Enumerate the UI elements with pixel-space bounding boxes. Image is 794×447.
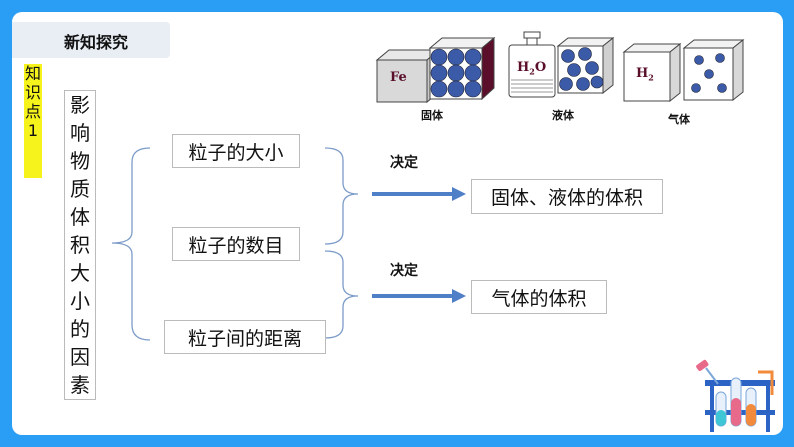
section-title-bar: 新知探究	[12, 22, 170, 58]
factors-title-char: 素	[70, 373, 90, 397]
gas-symbol-sub: 2	[648, 72, 654, 83]
lower-brace	[324, 250, 359, 339]
gas-particle-cube	[682, 38, 745, 102]
liquid-h2o-bottle	[508, 31, 556, 98]
gas-label: 气体	[668, 113, 690, 126]
gas-symbol-main: H	[636, 66, 649, 81]
gas-h2-block	[622, 42, 682, 103]
tag-char: 知	[24, 64, 41, 83]
factors-title-char: 因	[70, 345, 90, 369]
tag-char: 识	[24, 83, 41, 102]
factors-title-char: 影	[70, 93, 90, 117]
knowledge-point-tag: 知 识 点 1	[24, 64, 42, 178]
factor-box-count: 粒子的数目	[172, 227, 300, 261]
factor-box-size: 粒子的大小	[172, 134, 300, 168]
factors-title-char: 积	[70, 233, 90, 257]
factors-title-char: 体	[70, 205, 90, 229]
factors-title-char: 的	[70, 317, 90, 341]
tag-char: 1	[27, 121, 39, 140]
determine-label-lower: 决定	[390, 263, 418, 279]
factors-title-char: 响	[70, 121, 90, 145]
factors-title-char: 小	[70, 289, 90, 313]
liquid-label: 液体	[552, 109, 574, 122]
factors-title-char: 物	[70, 149, 90, 173]
liquid-symbol-sub: 2	[529, 66, 535, 77]
factors-title-char: 质	[70, 177, 90, 201]
result-box-solid-liquid: 固体、液体的体积	[471, 179, 663, 214]
factors-title-char: 大	[70, 261, 90, 285]
tag-char: 点	[24, 102, 41, 121]
solid-symbol: Fe	[390, 70, 407, 85]
liquid-symbol: H2O	[517, 60, 546, 77]
liquid-particle-cube	[556, 36, 615, 95]
solid-label: 固体	[421, 109, 443, 122]
liquid-symbol-tail: O	[534, 60, 547, 75]
factors-title-box: 影 响 物 质 体 积 大 小 的 因 素	[64, 90, 96, 400]
section-title: 新知探究	[64, 33, 129, 52]
factor-box-distance: 粒子间的距离	[164, 320, 326, 354]
liquid-symbol-main: H	[517, 60, 530, 75]
upper-brace	[324, 147, 359, 245]
arrow-lower	[372, 289, 466, 303]
gas-symbol: H2	[636, 66, 654, 83]
solid-particle-cube	[428, 36, 496, 101]
lab-equipment-decoration	[696, 359, 775, 432]
result-box-gas: 气体的体积	[471, 280, 607, 314]
arrow-upper	[372, 187, 466, 201]
big-brace	[111, 147, 151, 341]
determine-label-upper: 决定	[390, 155, 418, 171]
